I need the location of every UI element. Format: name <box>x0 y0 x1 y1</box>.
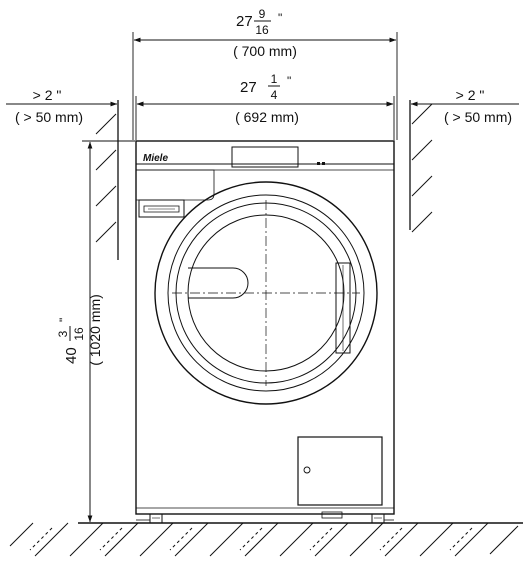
height-numerator: 3 <box>56 330 70 337</box>
body-width-numerator: 1 <box>271 72 278 86</box>
body-width-inch-mark: " <box>287 74 291 88</box>
door-hinge <box>335 262 351 354</box>
right-wall <box>409 100 433 233</box>
floor <box>9 522 523 557</box>
outer-width-metric: ( 700 mm) <box>233 43 297 59</box>
clearance-left-metric: ( > 50 mm) <box>15 109 83 125</box>
floor-hatching <box>9 522 519 557</box>
dimension-outer-width: 27 9 16 " ( 700 mm) <box>132 7 398 140</box>
base-detail <box>321 511 343 519</box>
machine-front-view: Miele <box>135 140 395 524</box>
wall-hatching <box>95 113 117 243</box>
height-inch-mark: " <box>57 318 71 322</box>
height-denominator: 16 <box>72 327 86 341</box>
body-width-denominator: 4 <box>271 88 278 102</box>
door-porthole <box>154 181 378 405</box>
clearance-left-imperial: > 2 " <box>33 87 62 103</box>
machine-foot <box>371 513 385 524</box>
outer-width-denominator: 16 <box>255 23 269 37</box>
clearance-right-imperial: > 2 " <box>456 87 485 103</box>
dimension-body-width: 27 1 4 " ( 692 mm) <box>135 72 395 140</box>
dimension-height: 40 3 16 " ( 1020 mm) <box>56 140 135 523</box>
outer-width-inch-mark: " <box>278 11 282 25</box>
control-display <box>231 146 299 168</box>
body-width-metric: ( 692 mm) <box>235 109 299 125</box>
left-wall <box>95 100 119 260</box>
wall-hatching <box>411 103 433 233</box>
indicator-dot <box>317 162 320 165</box>
dimension-clearance-left: > 2 " ( > 50 mm) <box>6 87 176 125</box>
machine-foot <box>149 513 163 524</box>
clearance-right-metric: ( > 50 mm) <box>444 109 512 125</box>
detergent-drawer <box>138 199 185 218</box>
outer-width-numerator: 9 <box>259 7 266 21</box>
brand-logo: Miele <box>143 153 168 164</box>
body-width-whole: 27 <box>240 79 257 96</box>
dimension-clearance-right: > 2 " ( > 50 mm) <box>354 87 519 125</box>
outer-width-whole: 27 <box>236 13 253 30</box>
indicator-dot <box>322 162 325 165</box>
height-whole: 40 <box>63 347 80 364</box>
height-metric: ( 1020 mm) <box>87 294 103 366</box>
service-panel <box>297 436 383 506</box>
